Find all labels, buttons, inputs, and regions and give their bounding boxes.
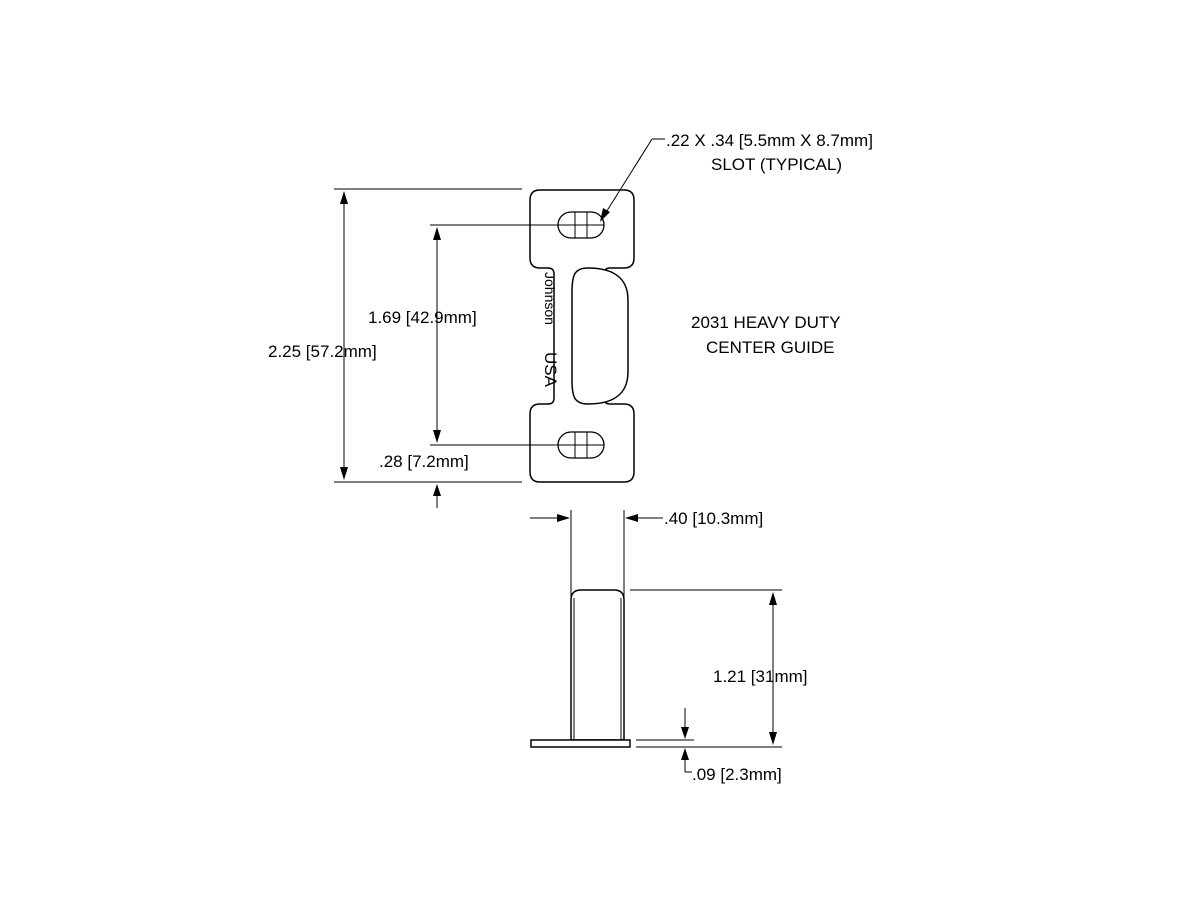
overall-height-label: 2.25 [57.2mm] [268, 342, 377, 361]
front-view: Johnson USA [334, 138, 665, 508]
edge-offset-label: .28 [7.2mm] [379, 452, 469, 471]
projection-label: 1.21 [31mm] [713, 667, 808, 686]
side-view [530, 510, 782, 773]
title-line1: 2031 HEAVY DUTY [691, 313, 841, 332]
slot-leader-arrow [600, 208, 610, 222]
origin-stamp: USA [541, 352, 560, 388]
thickness-label: .09 [2.3mm] [692, 765, 782, 784]
title-line2: CENTER GUIDE [706, 338, 834, 357]
slot-leader-diagonal [604, 138, 653, 215]
center-boss [571, 267, 629, 405]
brand-stamp: Johnson [542, 272, 558, 325]
slot-callout-line2: SLOT (TYPICAL) [711, 155, 842, 174]
guide-post [570, 589, 625, 741]
base-flange [530, 739, 631, 748]
width-label: .40 [10.3mm] [664, 509, 763, 528]
hole-spacing-label: 1.69 [42.9mm] [368, 308, 477, 327]
slot-callout-line1: .22 X .34 [5.5mm X 8.7mm] [666, 131, 873, 150]
